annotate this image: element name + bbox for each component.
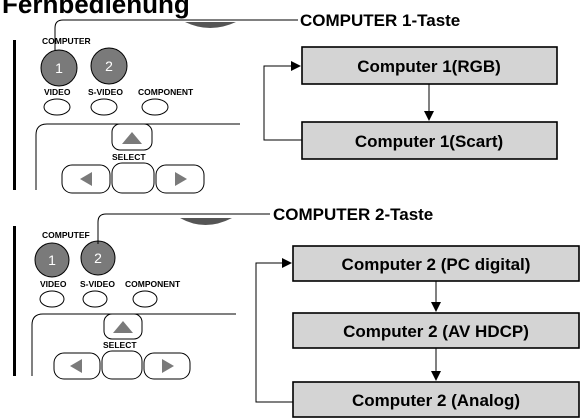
flow-computer-2: Computer 2 (PC digital) Computer 2 (AV H… xyxy=(255,245,580,418)
flow-box-computer-1-scart xyxy=(301,121,558,160)
remote-panel-computer-1: COMPUTER 1 2 VIDEO S-VIDEO COMPONENT SEL… xyxy=(13,22,240,194)
component-label: COMPONENT xyxy=(125,279,181,289)
computer-2-button-label: 2 xyxy=(94,250,102,266)
callout-line-computer-1 xyxy=(54,19,298,50)
computer-2-button-label: 2 xyxy=(105,58,113,74)
flow-computer-1: Computer 1(RGB) Computer 1(Scart) xyxy=(263,46,558,160)
remote-edge-left xyxy=(13,226,16,376)
flow-box-computer-2-av-hdcp xyxy=(292,312,580,349)
video-label: VIDEO xyxy=(44,87,71,97)
svideo-label: S-VIDEO xyxy=(88,87,123,97)
select-label: SELECT xyxy=(103,340,137,350)
select-pad-frame xyxy=(35,123,240,190)
flow-box-label: Computer 2 (PC digital) xyxy=(342,255,531,274)
select-center-button[interactable] xyxy=(101,350,143,380)
computer-label: COMPUTEF xyxy=(42,230,90,240)
video-label: VIDEO xyxy=(40,279,67,289)
svideo-button[interactable] xyxy=(82,290,108,308)
video-button[interactable] xyxy=(43,98,71,116)
callout-computer-2-taste: COMPUTER 2-Taste xyxy=(273,205,433,224)
remote-edge-left xyxy=(13,40,16,190)
computer-1-button-label: 1 xyxy=(48,252,56,268)
callout-computer-1-taste: COMPUTER 1-Taste xyxy=(300,11,460,30)
up-arrow-icon xyxy=(122,132,142,144)
left-arrow-icon xyxy=(70,359,82,373)
computer-label: COMPUTER xyxy=(42,36,91,46)
flow-box-label: Computer 2 (Analog) xyxy=(352,391,520,410)
select-center-button[interactable] xyxy=(111,162,155,194)
computer-1-button-label: 1 xyxy=(55,60,63,76)
remote-panel-computer-2: COMPUTEF 1 2 VIDEO S-VIDEO COMPONENT SEL… xyxy=(13,218,236,380)
flow-box-label: Computer 1(RGB) xyxy=(357,57,501,76)
component-button[interactable] xyxy=(141,98,169,116)
flow-arrow-loop xyxy=(255,258,293,403)
select-label: SELECT xyxy=(112,152,146,162)
up-arrow-icon xyxy=(113,321,133,333)
flow-box-label: Computer 2 (AV HDCP) xyxy=(343,322,529,341)
section-title: Fernbedienung xyxy=(2,0,190,19)
svideo-label: S-VIDEO xyxy=(80,279,115,289)
svideo-button[interactable] xyxy=(90,98,118,116)
select-pad-frame xyxy=(31,313,236,376)
component-button[interactable] xyxy=(132,290,158,308)
computer-2-button[interactable] xyxy=(90,47,128,85)
callout-line-computer-2 xyxy=(97,213,270,244)
flow-box-computer-2-analog xyxy=(292,381,580,418)
right-arrow-icon xyxy=(162,359,174,373)
remote-top-button-arc xyxy=(185,22,236,28)
computer-1-button[interactable] xyxy=(34,242,70,278)
flow-box-computer-2-pc-digital xyxy=(292,245,580,282)
remote-top-button-arc xyxy=(180,218,232,225)
left-arrow-icon xyxy=(80,172,92,186)
video-button[interactable] xyxy=(39,290,65,308)
right-arrow-icon xyxy=(175,172,187,186)
computer-1-button[interactable] xyxy=(40,49,78,87)
flow-box-label: Computer 1(Scart) xyxy=(355,132,503,151)
component-label: COMPONENT xyxy=(138,87,194,97)
flow-arrow-loop xyxy=(263,61,302,141)
